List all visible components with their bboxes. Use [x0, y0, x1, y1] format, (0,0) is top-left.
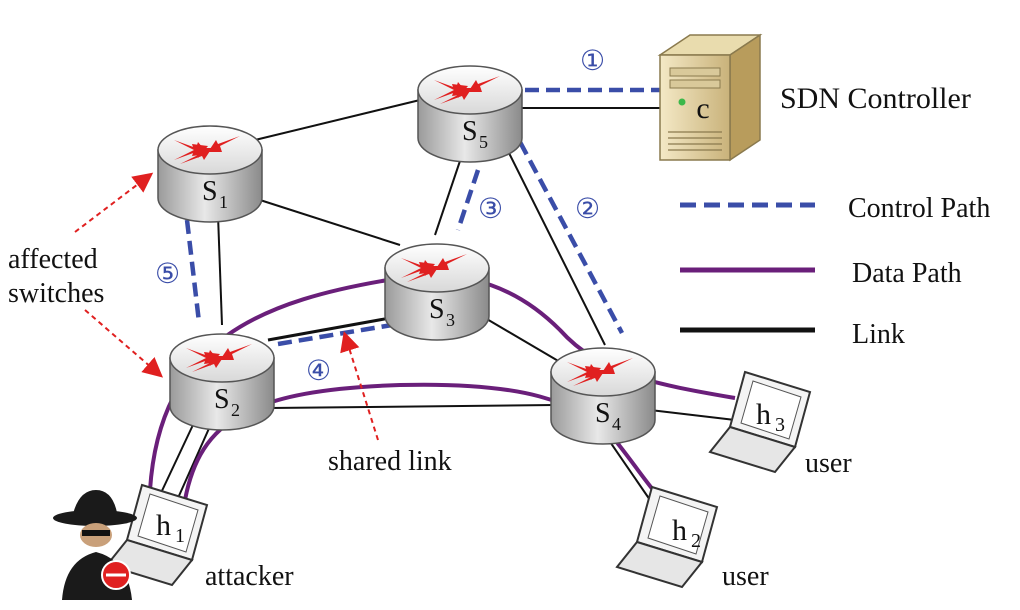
router-arrows-icon [401, 254, 467, 282]
switch-s5-sub: 5 [479, 132, 488, 152]
host-h3: h 3 [708, 370, 812, 474]
router-arrows-icon [434, 76, 500, 104]
control-paths [184, 87, 660, 347]
sdn-controller-server: c [657, 33, 763, 162]
control-path-number-1: ① [580, 45, 605, 76]
controller-letter: c [696, 92, 709, 125]
control-path-number-3: ③ [478, 193, 503, 224]
switch-s3-letter: S [429, 294, 445, 325]
link-s5-s3 [434, 154, 463, 236]
switch-s1-letter: S [202, 176, 218, 207]
attacker-label: attacker [205, 561, 294, 592]
control-path-4 [277, 322, 393, 347]
host-h1-sub: 1 [175, 525, 185, 547]
switch-s1-sub: 1 [219, 192, 228, 212]
link-s5-s4 [504, 144, 606, 346]
annotation-arrows [74, 172, 379, 441]
arrow-to-s2 [84, 309, 164, 378]
arrow-to-shared-link [340, 331, 379, 441]
host-h1: h 1 [105, 483, 209, 587]
switch-s3-sub: 3 [446, 310, 455, 330]
control-path-5 [184, 219, 202, 323]
controller-label: SDN Controller [780, 82, 971, 115]
link-s2-s4 [269, 404, 556, 409]
control-path-3 [455, 169, 481, 231]
legend: Control Path Data Path Link [680, 193, 990, 350]
link-s3-s4 [479, 314, 561, 363]
link-s1-s3 [259, 199, 401, 246]
switch-s2-sub: 2 [231, 400, 240, 420]
affected-switches-line2: switches [8, 278, 104, 309]
user-label-h3: user [805, 448, 852, 479]
host-h2-letter: h [672, 514, 687, 547]
affected-switches-line1: affected [8, 244, 98, 275]
link-s1-s2 [217, 214, 223, 326]
user-label-h2: user [722, 561, 769, 592]
host-h3-sub: 3 [775, 414, 785, 436]
host-h2: h 2 [615, 485, 719, 589]
host-h3-letter: h [756, 398, 771, 431]
control-path-number-5: ⑤ [155, 258, 180, 289]
host-h1-letter: h [156, 509, 171, 542]
host-h2-sub: 2 [691, 530, 701, 552]
link-s1-s5 [254, 99, 421, 141]
switch-s5-letter: S [462, 116, 478, 147]
legend-control-path-label: Control Path [848, 193, 990, 224]
router-arrows-icon [174, 136, 240, 164]
router-arrows-icon [186, 344, 252, 372]
arrow-to-s1 [74, 172, 154, 233]
switch-s4-letter: S [595, 398, 611, 429]
control-path-number-2: ② [575, 193, 600, 224]
legend-data-path-label: Data Path [852, 258, 962, 289]
switch-s4-sub: 4 [612, 414, 621, 434]
router-arrows-icon [567, 358, 633, 386]
link-s2-s3 [267, 316, 391, 342]
attacker-figure-icon [53, 490, 137, 600]
control-path-2 [518, 140, 624, 335]
control-path-number-4: ④ [306, 355, 331, 386]
legend-link-label: Link [852, 319, 905, 350]
switch-s2-letter: S [214, 384, 230, 415]
link-s4-h3 [649, 409, 736, 421]
shared-link-label: shared link [328, 446, 452, 477]
